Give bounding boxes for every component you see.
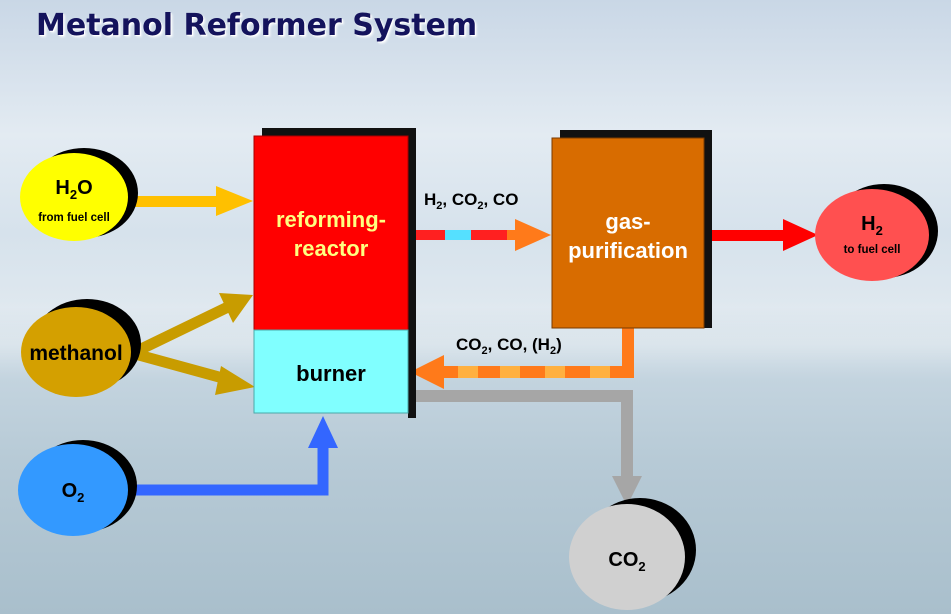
- co2-output-formula: CO2: [608, 549, 645, 574]
- reformate-arrow: [407, 219, 551, 251]
- burner-label: burner: [296, 361, 366, 386]
- o2-node: O2: [18, 440, 137, 536]
- methanol-to-burner-arrow: [133, 348, 255, 395]
- reforming-reactor-box: reforming- reactor: [253, 128, 416, 331]
- h2o-caption: from fuel cell: [38, 212, 110, 224]
- h2-output-caption: to fuel cell: [844, 244, 901, 256]
- offgas-flow-label: CO2, CO, (H2): [456, 335, 562, 357]
- methanol-node: methanol: [21, 299, 141, 397]
- h2-output-node: H2 to fuel cell: [815, 184, 938, 281]
- reactor-label-line2: reactor: [294, 236, 369, 261]
- burner-box: burner: [253, 329, 416, 418]
- co2-output-node: CO2: [569, 498, 696, 610]
- purification-label-line1: gas-: [605, 209, 650, 234]
- o2-to-burner-arrow: [133, 416, 338, 496]
- offgas-return-arrow: [410, 328, 634, 389]
- reformate-flow-label: H2, CO2, CO: [424, 190, 518, 212]
- purification-label-line2: purification: [568, 238, 688, 263]
- page-title: Metanol Reformer System: [36, 8, 478, 43]
- h2-output-formula: H2: [861, 213, 883, 238]
- h2-out-arrow: [703, 219, 818, 251]
- reactor-label-line1: reforming-: [276, 207, 386, 232]
- methanol-to-reactor-arrow: [132, 293, 253, 357]
- o2-formula: O2: [62, 480, 85, 505]
- methanol-label: methanol: [29, 342, 122, 365]
- h2o-node: H2O from fuel cell: [20, 148, 138, 241]
- co2-out-arrow: [408, 390, 642, 506]
- gas-purification-box: gas- purification: [551, 130, 712, 329]
- h2o-to-reactor-arrow: [133, 186, 253, 216]
- h2o-formula: H2O: [55, 177, 92, 202]
